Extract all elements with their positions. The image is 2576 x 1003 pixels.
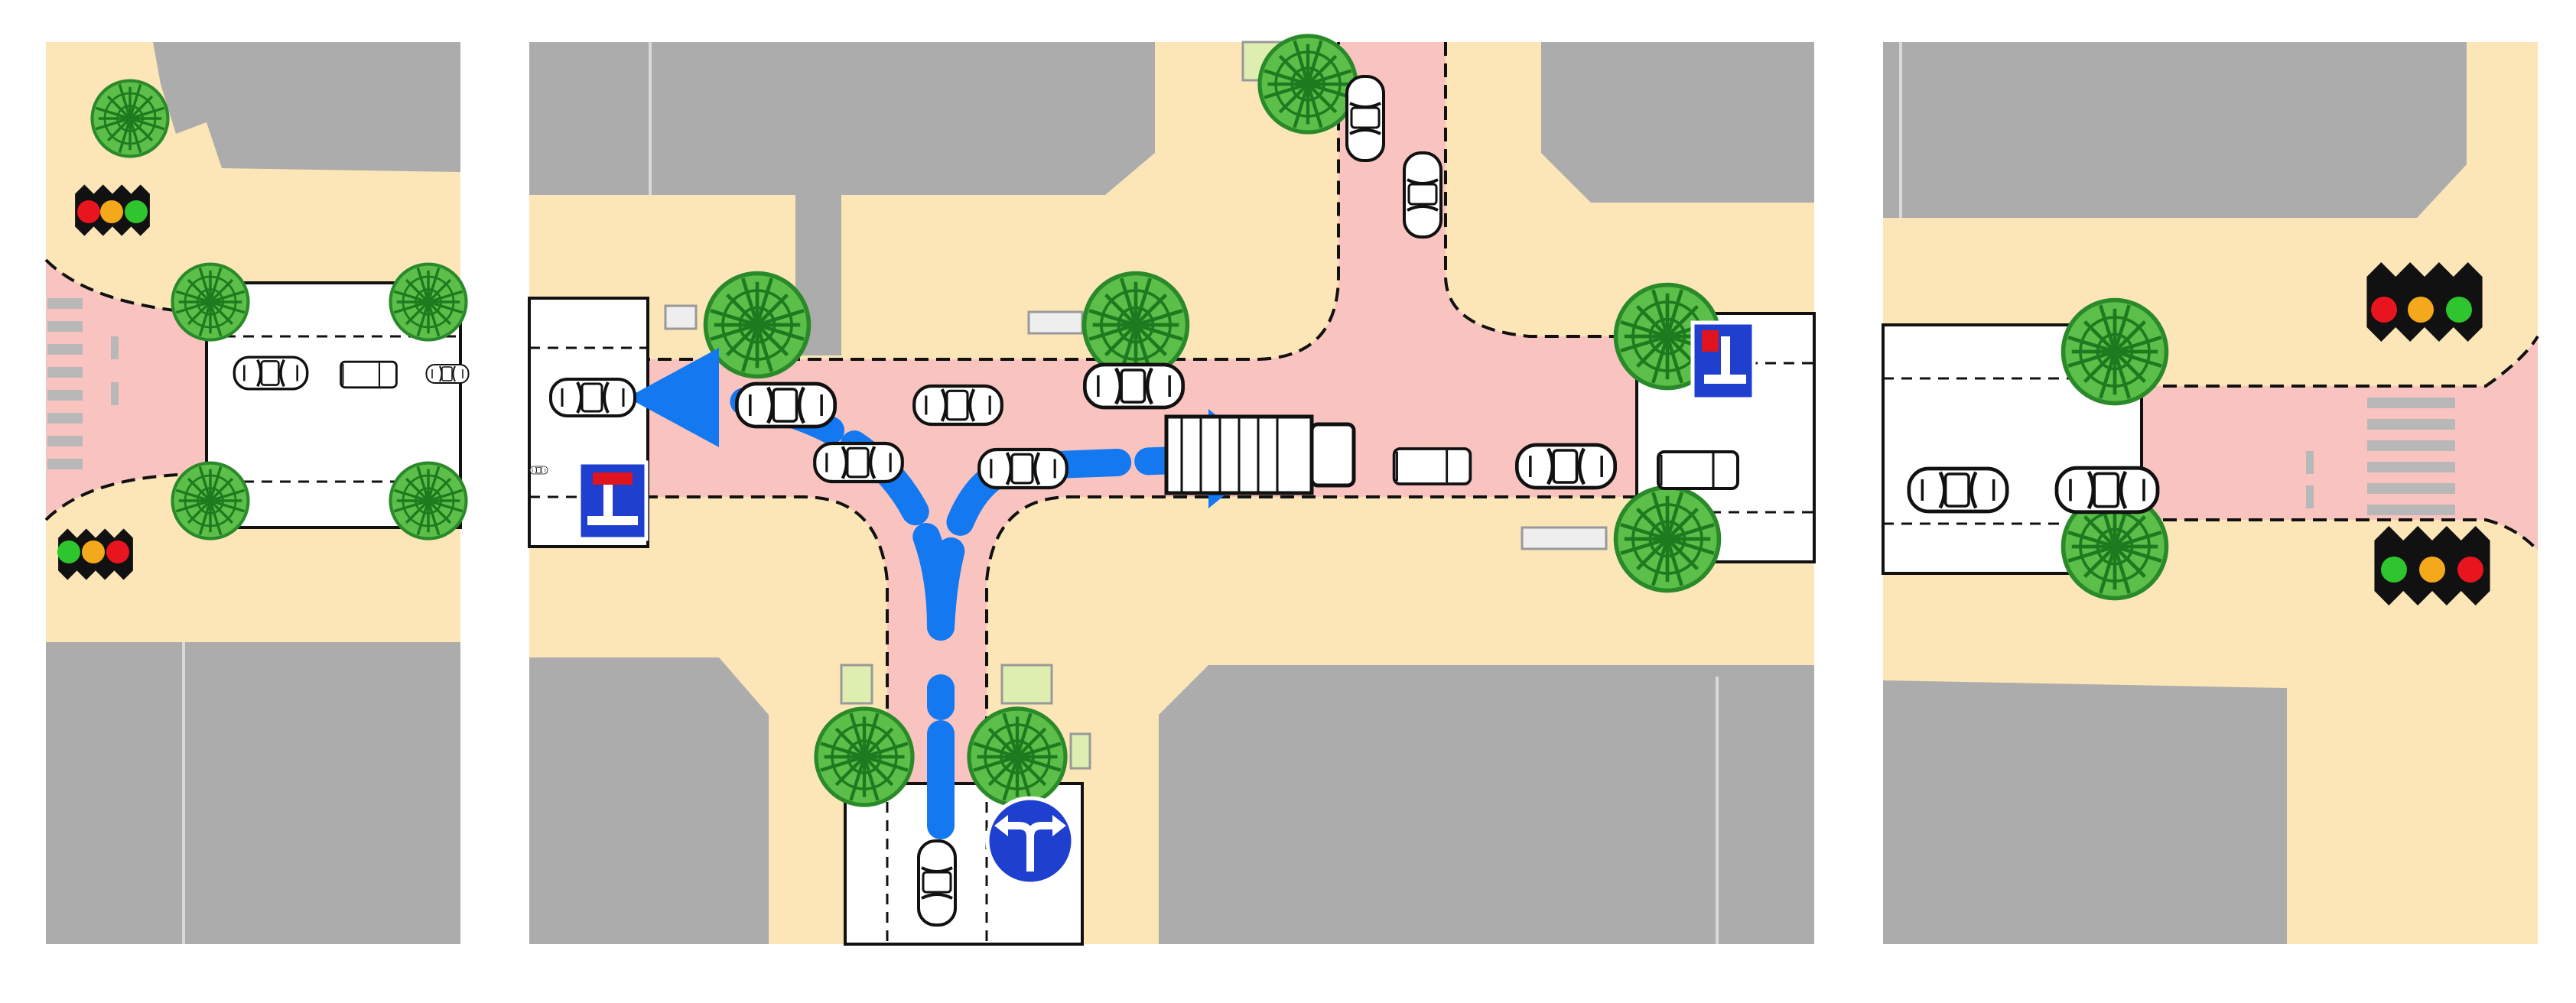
- car-icon: [1909, 469, 2007, 511]
- right-building-bottom: [1883, 680, 2287, 944]
- car-icon: [919, 841, 955, 925]
- tree-icon: [2064, 300, 2167, 404]
- car-icon: [1517, 445, 1615, 488]
- left-traffic-light-bottom: [57, 528, 133, 580]
- tree-icon: [969, 709, 1065, 805]
- car-icon: [2057, 468, 2158, 512]
- left-crossing-area: [46, 260, 207, 520]
- dead-end-sign-right: [1690, 320, 1756, 401]
- car-icon: [914, 386, 1002, 424]
- car-icon: [234, 357, 307, 389]
- left-zebra-crossing: [47, 298, 119, 469]
- car-icon: [1404, 153, 1441, 237]
- car-icon: [339, 360, 398, 389]
- car-icon: [1658, 452, 1738, 489]
- tree-icon: [173, 463, 249, 539]
- tree-icon: [391, 463, 467, 539]
- tree-icon: [391, 265, 467, 340]
- center-building-top-right: [1541, 42, 1814, 203]
- tree-icon: [173, 265, 249, 340]
- car-icon: [1394, 449, 1471, 484]
- left-building-top: [153, 42, 460, 172]
- tree-icon: [93, 81, 168, 157]
- tree-icon: [1260, 36, 1356, 132]
- right-traffic-light-bottom: [2374, 526, 2490, 605]
- turn-left-or-right-sign: [985, 796, 1075, 886]
- right-traffic-light-top: [2366, 262, 2483, 342]
- car-icon: [1347, 76, 1384, 161]
- car-icon: [1085, 365, 1182, 407]
- right-crossing-area: [2142, 336, 2538, 550]
- car-icon: [530, 466, 548, 474]
- tree-icon: [706, 274, 809, 377]
- right-zebra-crossing: [2306, 398, 2455, 515]
- left-panel: [44, 42, 469, 944]
- car-icon: [551, 379, 635, 416]
- center-building-top-left: [529, 42, 1155, 195]
- car-icon: [979, 450, 1067, 488]
- dead-end-sign-left: [577, 460, 649, 541]
- left-traffic-light-top: [75, 184, 150, 236]
- right-building-top: [1883, 42, 2467, 218]
- tree-icon: [816, 709, 912, 805]
- car-icon: [815, 443, 903, 482]
- car-icon: [427, 365, 469, 383]
- center-building-bottom-left: [529, 657, 769, 944]
- car-icon: [737, 384, 834, 427]
- center-building-bottom-right: [1159, 665, 1814, 944]
- center-panel: [528, 36, 1816, 946]
- center-intersection: [529, 42, 1637, 944]
- truck-icon: [1164, 414, 1356, 495]
- tree-icon: [1085, 274, 1188, 377]
- tree-icon: [1616, 488, 1719, 591]
- right-panel: [1882, 42, 2539, 944]
- left-building-bottom: [46, 642, 460, 944]
